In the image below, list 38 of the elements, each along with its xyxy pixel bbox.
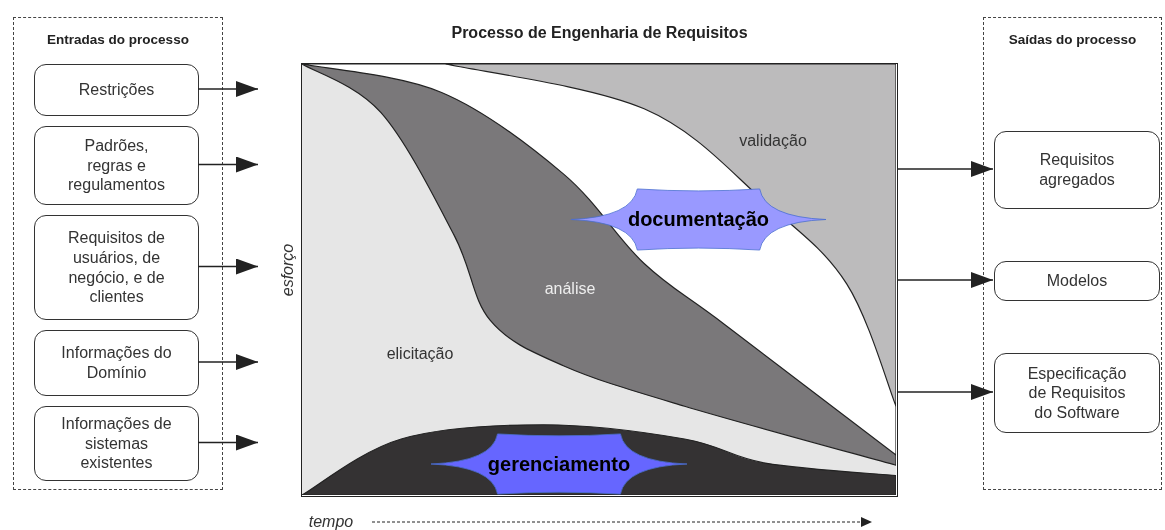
area-label: validação bbox=[739, 132, 807, 150]
star-shape bbox=[431, 432, 687, 496]
dashed-panel bbox=[983, 17, 1162, 490]
arrow bbox=[197, 354, 259, 370]
rounded-box bbox=[994, 131, 1160, 209]
area-label: elicitação bbox=[386, 345, 454, 363]
dashed-panel bbox=[13, 17, 223, 490]
rounded-box bbox=[34, 330, 199, 396]
box-label: Padrões, regras e regulamentos bbox=[67, 136, 166, 195]
box-label: Requisitos de usuários, de negócio, e de clientes bbox=[67, 228, 166, 307]
rounded-box bbox=[994, 353, 1160, 433]
chart-title: Processo de Engenharia de Requisitos bbox=[450, 24, 749, 42]
box-label: Requisitos agregados bbox=[1038, 150, 1116, 190]
star-label: gerenciamento bbox=[487, 452, 631, 476]
rounded-box bbox=[34, 215, 199, 320]
rounded-box bbox=[34, 64, 199, 116]
box-label: Modelos bbox=[1046, 271, 1108, 291]
star-label: documentação bbox=[627, 208, 770, 231]
arrow bbox=[197, 81, 259, 97]
box-label: Especificação de Requisitos do Software bbox=[1026, 363, 1128, 423]
rounded-box bbox=[34, 406, 199, 481]
axis-label: tempo bbox=[308, 513, 354, 530]
panel-heading: Saídas do processo bbox=[1007, 32, 1138, 47]
rounded-box bbox=[994, 261, 1160, 301]
arrow bbox=[197, 258, 259, 275]
arrow bbox=[197, 434, 259, 451]
rounded-box bbox=[34, 126, 199, 205]
arrow bbox=[897, 384, 994, 400]
box-label: Informações do Domínio bbox=[60, 343, 173, 383]
arrow bbox=[897, 161, 994, 177]
area-label: análise bbox=[544, 280, 596, 298]
axis-label: esforço bbox=[279, 243, 297, 297]
panel-heading: Entradas do processo bbox=[46, 32, 190, 47]
box-label: Restrições bbox=[78, 80, 155, 100]
box-label: Informações de sistemas existentes bbox=[60, 414, 173, 473]
arrow bbox=[197, 156, 259, 173]
star-shape bbox=[571, 187, 826, 252]
arrow bbox=[897, 272, 994, 288]
